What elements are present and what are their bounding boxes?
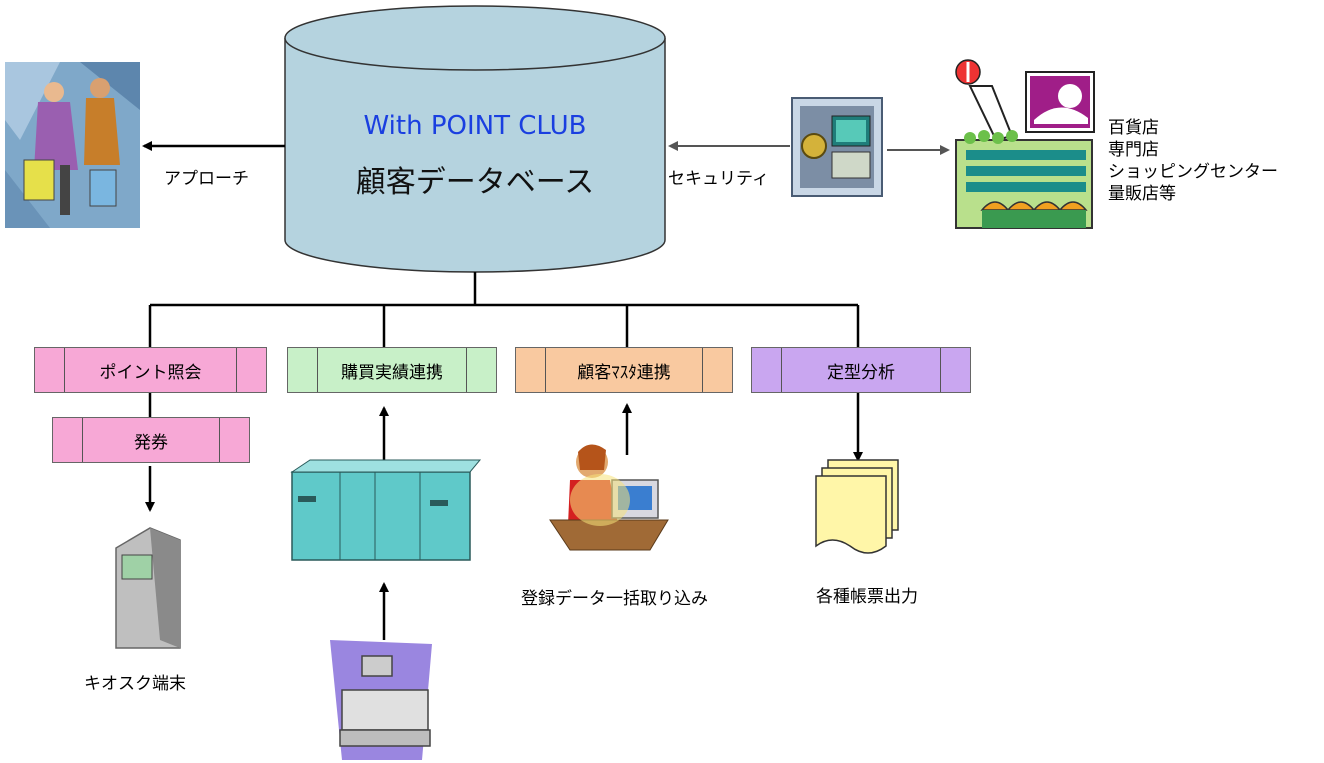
approach-label: アプローチ	[164, 169, 249, 189]
store-item: 百貨店	[1108, 118, 1159, 138]
database-title: With POINT CLUB	[363, 111, 587, 141]
ticket-issue-label: 発券	[134, 432, 168, 453]
purchase-link-label: 購買実績連携	[341, 362, 443, 383]
database-subtitle: 顧客データベース	[355, 165, 595, 200]
store-item: ショッピングセンター	[1108, 162, 1278, 182]
database-cylinder	[284, 5, 666, 273]
document-stack-icon	[815, 459, 899, 554]
kiosk-caption: キオスク端末	[84, 674, 186, 694]
storefront-icon	[955, 59, 1095, 229]
reports-caption: 各種帳票出力	[816, 587, 918, 607]
store-list: 百貨店 専門店 ショッピングセンター 量販店等	[1108, 117, 1278, 205]
point-inquiry-box: ポイント照会	[34, 347, 267, 393]
ticket-issue-box: 発券	[52, 417, 250, 463]
mainframe-server-icon	[290, 459, 482, 561]
customer-master-box: 顧客ﾏｽﾀ連携	[515, 347, 733, 393]
shoppers-clipart-icon	[5, 62, 140, 228]
routine-analysis-label: 定型分析	[827, 362, 895, 383]
cash-register-icon	[330, 640, 432, 760]
operator-at-desk-icon	[549, 444, 669, 551]
bus-lines	[148, 272, 860, 417]
store-item: 量販店等	[1108, 184, 1176, 204]
security-label: セキュリティ	[668, 169, 769, 189]
safe-computer-icon	[791, 97, 883, 197]
purchase-link-box: 購買実績連携	[287, 347, 497, 393]
store-item: 専門店	[1108, 140, 1159, 160]
customer-master-label: 顧客ﾏｽﾀ連携	[577, 362, 671, 383]
point-inquiry-label: ポイント照会	[99, 362, 202, 383]
routine-analysis-box: 定型分析	[751, 347, 971, 393]
kiosk-terminal-icon	[115, 527, 181, 649]
bulk-import-caption: 登録データ一括取り込み	[521, 589, 708, 609]
